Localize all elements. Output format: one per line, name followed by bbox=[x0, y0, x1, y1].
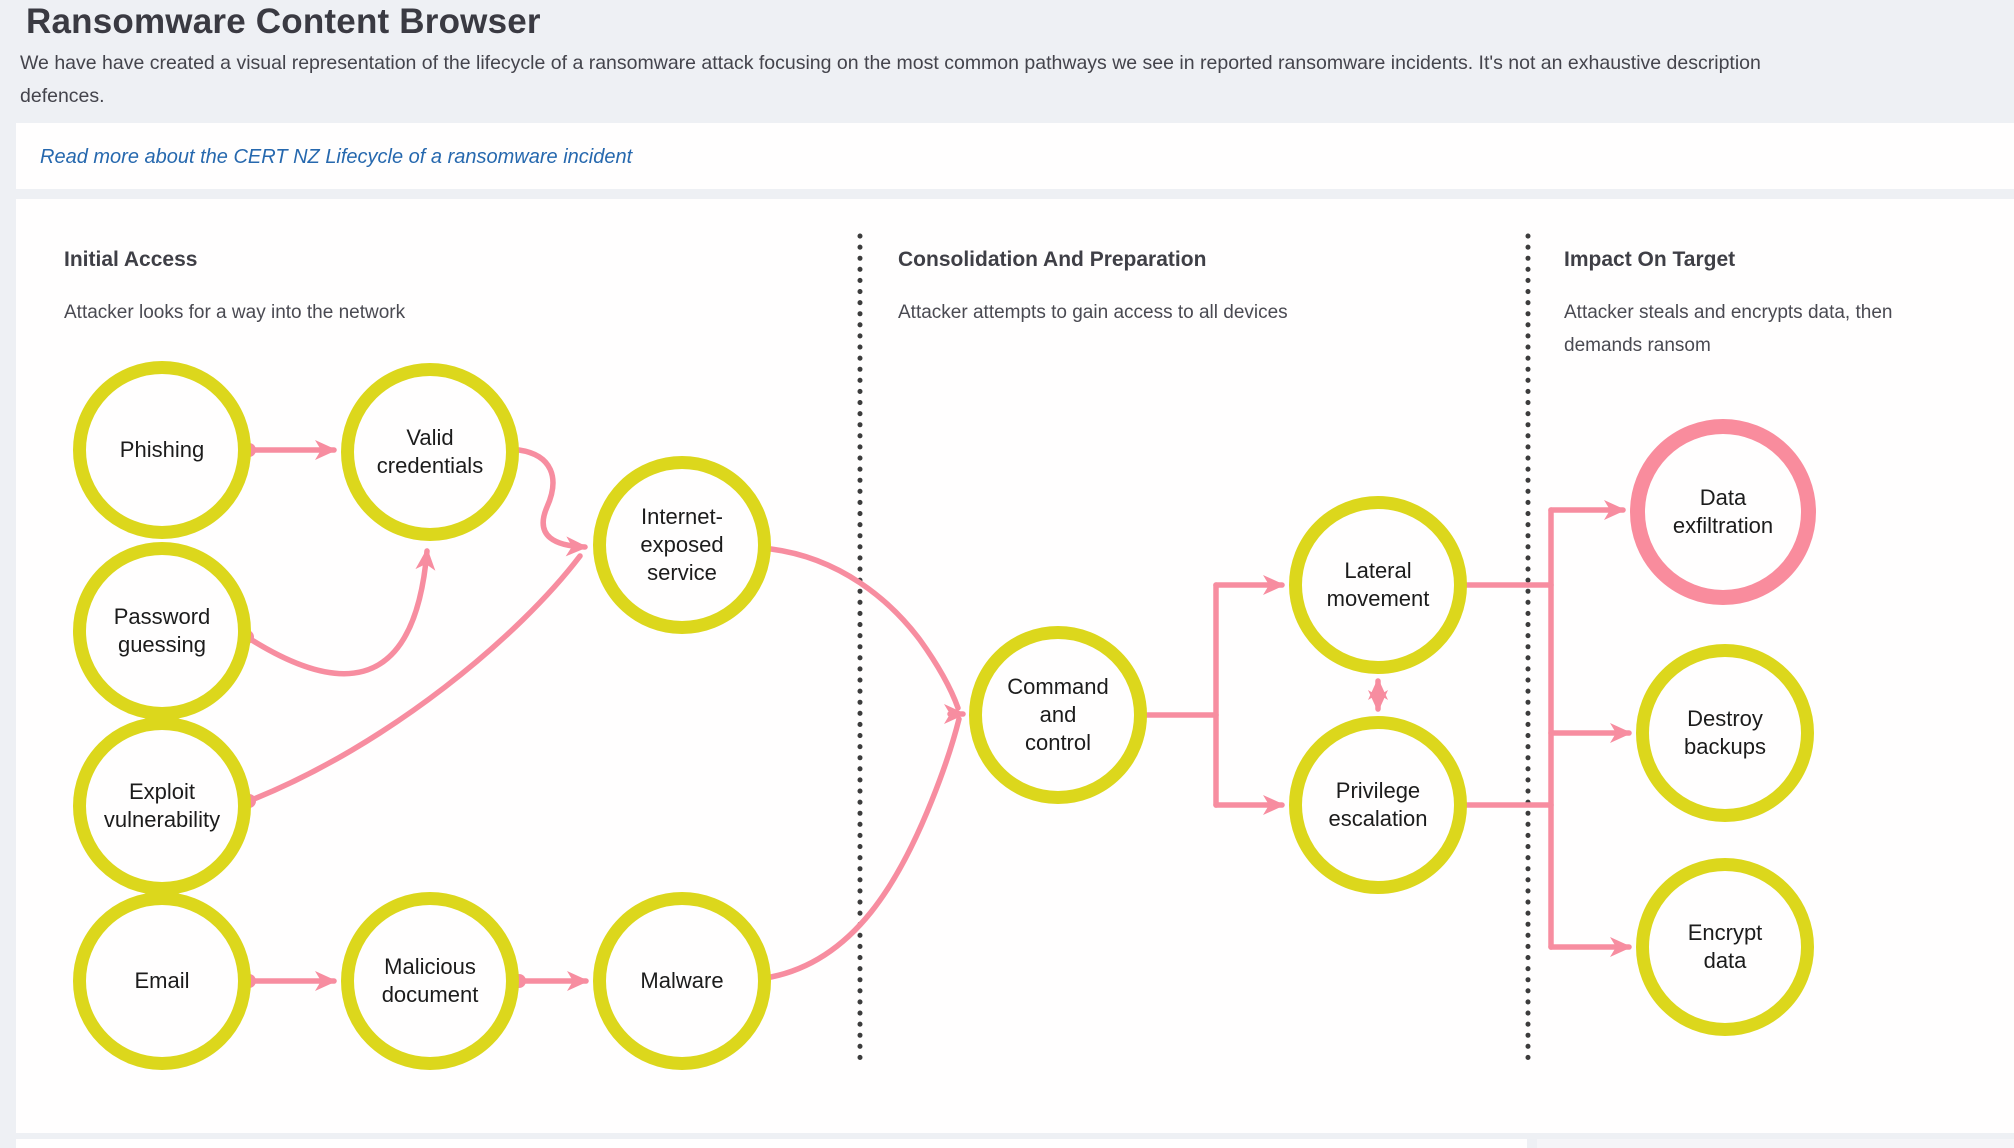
section-title-consolidation-and-preparation: Consolidation And Preparation bbox=[898, 248, 1207, 271]
node-label: Malware bbox=[640, 968, 724, 993]
node-label: Exploit vulnerability bbox=[103, 779, 221, 832]
node-label: Lateral movement bbox=[1326, 558, 1430, 611]
node-malicious-document[interactable]: Malicious document bbox=[341, 892, 519, 1070]
node-internet-exposed-service[interactable]: Internet- exposed service bbox=[593, 456, 771, 634]
partial-card-bottom-right bbox=[1537, 1139, 2014, 1148]
node-phishing[interactable]: Phishing bbox=[73, 361, 251, 539]
node-lateral-movement[interactable]: Lateral movement bbox=[1289, 496, 1467, 674]
node-valid-credentials[interactable]: Valid credentials bbox=[341, 363, 519, 541]
section-subtitle-impact-on-target: Attacker steals and encrypts data, then … bbox=[1564, 302, 1893, 356]
node-privilege-escalation[interactable]: Privilege escalation bbox=[1289, 716, 1467, 894]
node-label: Internet- exposed service bbox=[640, 504, 724, 585]
node-encrypt-data[interactable]: Encrypt data bbox=[1636, 858, 1814, 1036]
page-description-line2: defences. bbox=[20, 85, 105, 107]
node-label: Email bbox=[134, 968, 190, 993]
node-label: Data exfiltration bbox=[1672, 485, 1774, 538]
node-label: Command and control bbox=[1007, 674, 1109, 755]
page-title: Ransomware Content Browser bbox=[26, 2, 541, 41]
node-password-guessing[interactable]: Password guessing bbox=[73, 542, 251, 720]
section-subtitle-initial-access: Attacker looks for a way into the networ… bbox=[64, 302, 406, 323]
section-title-initial-access: Initial Access bbox=[64, 248, 198, 271]
node-malware[interactable]: Malware bbox=[593, 892, 771, 1070]
node-label: Encrypt data bbox=[1687, 920, 1763, 973]
node-destroy-backups[interactable]: Destroy backups bbox=[1636, 644, 1814, 822]
node-label: Privilege escalation bbox=[1328, 778, 1428, 831]
section-subtitle-consolidation-and-preparation: Attacker attempts to gain access to all … bbox=[898, 302, 1288, 323]
node-email[interactable]: Email bbox=[73, 892, 251, 1070]
node-label: Phishing bbox=[119, 437, 205, 462]
cert-nz-lifecycle-link[interactable]: Read more about the CERT NZ Lifecycle of… bbox=[40, 146, 633, 168]
node-data-exfiltration[interactable]: Data exfiltration bbox=[1630, 419, 1816, 605]
node-command-and-control[interactable]: Command and control bbox=[969, 626, 1147, 804]
page-description-line1: We have have created a visual representa… bbox=[20, 52, 1761, 74]
section-title-impact-on-target: Impact On Target bbox=[1564, 248, 1736, 271]
node-label: Password guessing bbox=[113, 604, 211, 657]
node-exploit-vulnerability[interactable]: Exploit vulnerability bbox=[73, 717, 251, 895]
partial-card-bottom-left bbox=[16, 1139, 1527, 1148]
node-label: Malicious document bbox=[381, 954, 479, 1007]
node-label: Destroy backups bbox=[1684, 706, 1766, 759]
link-card bbox=[16, 123, 2014, 189]
node-label: Valid credentials bbox=[376, 425, 484, 478]
